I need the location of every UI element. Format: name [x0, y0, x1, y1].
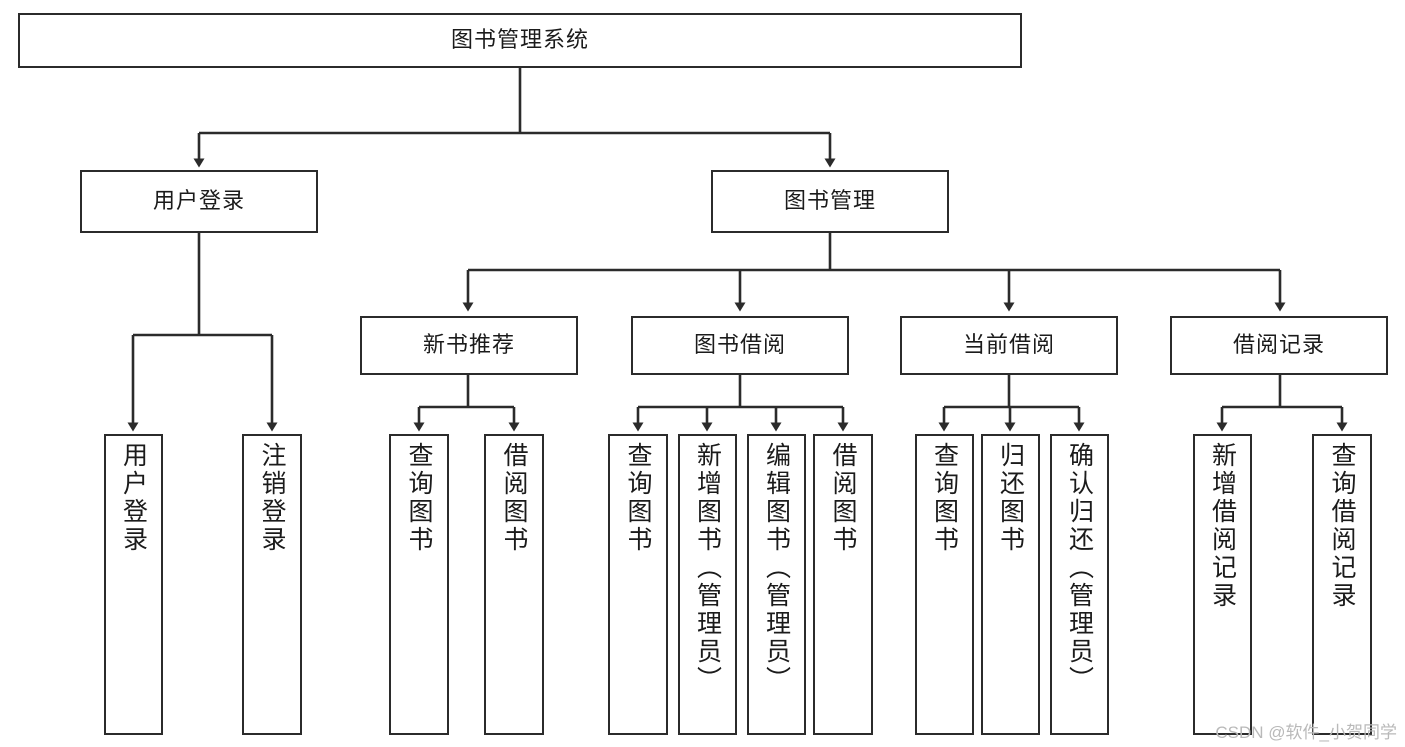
leaf-logout-label: 注销登录	[258, 442, 286, 554]
leaf-query-book-1-label: 查询图书	[405, 442, 433, 554]
node-borrow-record-label: 借阅记录	[1232, 332, 1325, 358]
node-user-login-label: 用户登录	[152, 188, 245, 214]
leaf-add-record-label: 新增借阅记录	[1208, 442, 1237, 610]
leaf-query-book-3[interactable]: 查询图书	[915, 434, 974, 735]
leaf-borrow-book-1-label: 借阅图书	[500, 442, 528, 554]
leaf-user-login[interactable]: 用户登录	[104, 434, 163, 735]
node-current-borrow-label: 当前借阅	[962, 332, 1055, 358]
leaf-query-book-3-label: 查询图书	[930, 442, 959, 554]
leaf-add-book[interactable]: 新增图书（管理员）	[678, 434, 737, 735]
leaf-query-record-label: 查询借阅记录	[1328, 442, 1356, 610]
node-borrow-record[interactable]: 借阅记录	[1170, 316, 1388, 375]
leaf-user-login-label: 用户登录	[119, 442, 148, 554]
node-root-label: 图书管理系统	[450, 27, 589, 53]
leaf-add-record[interactable]: 新增借阅记录	[1193, 434, 1252, 735]
leaf-borrow-book-2[interactable]: 借阅图书	[813, 434, 873, 735]
leaf-edit-book-label: 编辑图书（管理员）	[762, 442, 791, 694]
leaf-query-book-1[interactable]: 查询图书	[389, 434, 449, 735]
node-book-manage-label: 图书管理	[783, 188, 876, 214]
node-book-manage[interactable]: 图书管理	[711, 170, 949, 233]
node-book-borrow[interactable]: 图书借阅	[631, 316, 849, 375]
leaf-query-record[interactable]: 查询借阅记录	[1312, 434, 1372, 735]
leaf-logout[interactable]: 注销登录	[242, 434, 302, 735]
leaf-query-book-2-label: 查询图书	[624, 442, 652, 554]
leaf-query-book-2[interactable]: 查询图书	[608, 434, 668, 735]
leaf-confirm-return[interactable]: 确认归还（管理员）	[1050, 434, 1109, 735]
node-user-login[interactable]: 用户登录	[80, 170, 318, 233]
leaf-edit-book[interactable]: 编辑图书（管理员）	[747, 434, 806, 735]
node-new-book-rec-label: 新书推荐	[422, 332, 515, 358]
leaf-add-book-label: 新增图书（管理员）	[693, 442, 722, 694]
leaf-return-book-label: 归还图书	[996, 442, 1025, 554]
node-root[interactable]: 图书管理系统	[18, 13, 1022, 68]
leaf-confirm-return-label: 确认归还（管理员）	[1065, 442, 1094, 694]
leaf-borrow-book-1[interactable]: 借阅图书	[484, 434, 544, 735]
node-new-book-rec[interactable]: 新书推荐	[360, 316, 578, 375]
leaf-borrow-book-2-label: 借阅图书	[829, 442, 857, 554]
node-current-borrow[interactable]: 当前借阅	[900, 316, 1118, 375]
node-book-borrow-label: 图书借阅	[693, 332, 786, 358]
leaf-return-book[interactable]: 归还图书	[981, 434, 1040, 735]
